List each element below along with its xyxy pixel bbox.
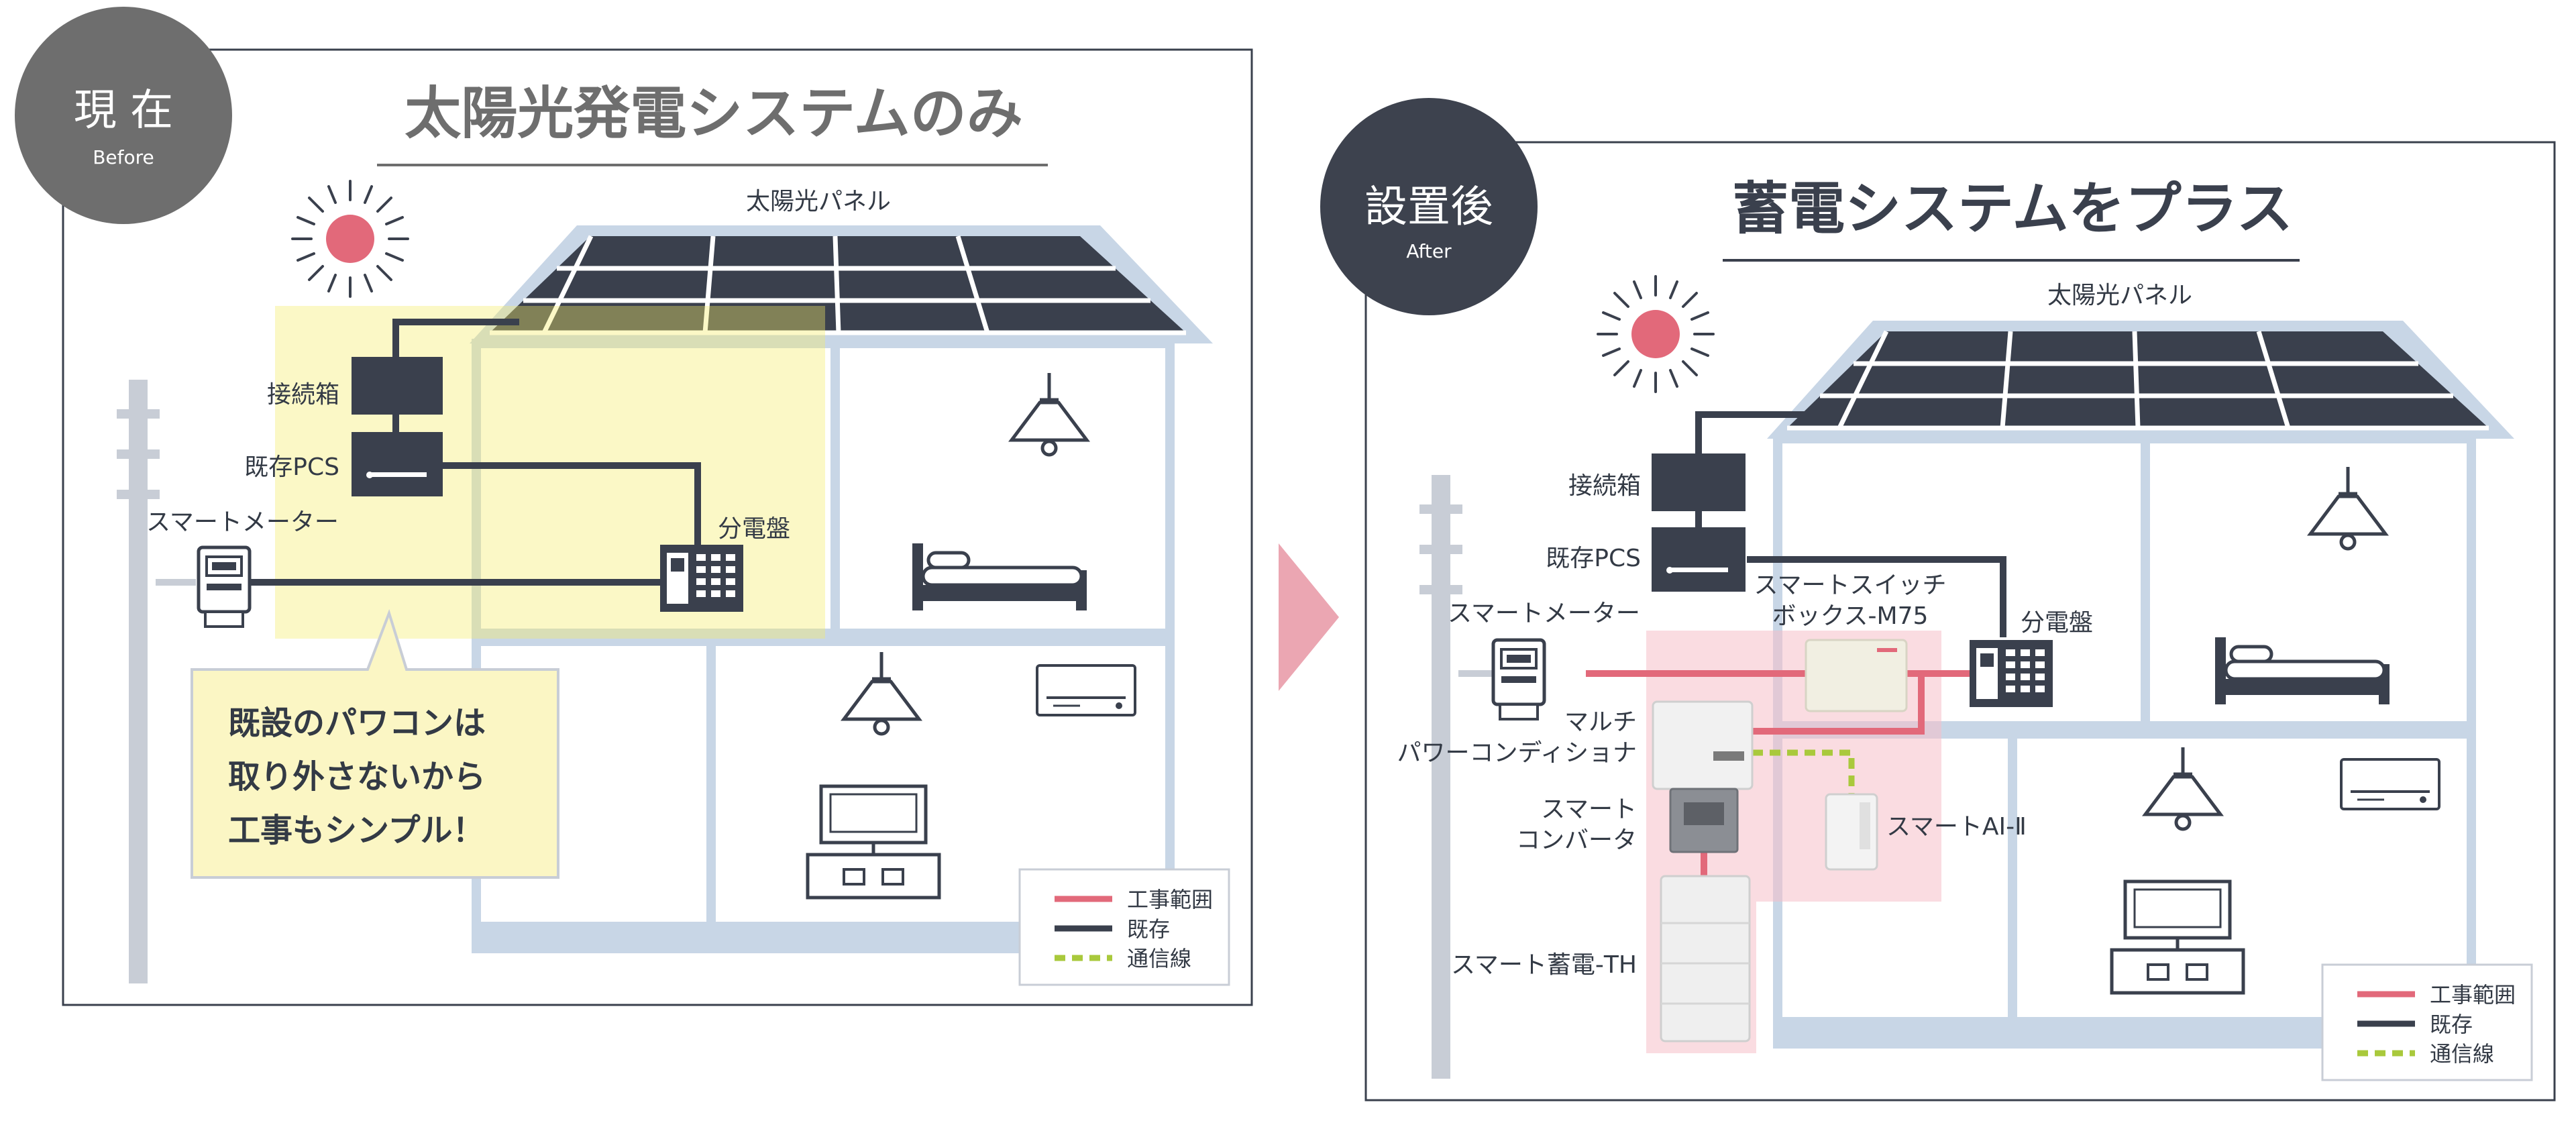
before-label-smart-meter: スマートメーター xyxy=(146,508,339,536)
before-pcs xyxy=(352,432,443,496)
after-label-junction-box: 接続箱 xyxy=(1568,472,1641,500)
before-panel: 既設のパワコンは 取り外さないから 工事もシンプル！ 工事範囲 既存 通信線 太… xyxy=(15,7,1253,1006)
after-label-distribution-board: 分電盤 xyxy=(2021,609,2093,637)
after-smart-converter xyxy=(1669,788,1739,853)
after-label-smart-meter: スマートメーター xyxy=(1448,600,1640,627)
after-smart-ai xyxy=(1825,793,1878,871)
after-legend: 工事範囲 既存 通信線 xyxy=(2321,963,2533,1081)
after-badge-main: 設置後 xyxy=(1364,182,1493,232)
after-junction-box xyxy=(1652,453,1746,511)
after-label-multi-conditioner-1: マルチ xyxy=(1564,708,1637,736)
after-frame xyxy=(1364,141,2556,1102)
before-smart-meter xyxy=(199,547,250,627)
after-distribution-board xyxy=(1970,640,2053,707)
before-junction-box xyxy=(352,357,443,415)
legend-existing: 既存 xyxy=(2430,1012,2473,1037)
after-sun-icon xyxy=(1597,275,1715,393)
after-label-solar-panel: 太陽光パネル xyxy=(2047,282,2192,309)
transition-arrow xyxy=(1279,543,1339,691)
before-badge: 現 在 Before xyxy=(15,7,232,224)
callout-line-2: 取り外さないから xyxy=(228,758,486,796)
after-badge-sub: After xyxy=(1406,240,1452,262)
after-pcs xyxy=(1652,527,1746,592)
after-multi-conditioner xyxy=(1652,700,1754,790)
legend-comm-line: 通信線 xyxy=(2430,1041,2494,1067)
before-callout: 既設のパワコンは 取り外さないから 工事もシンプル！ xyxy=(191,608,559,879)
before-label-junction-box: 接続箱 xyxy=(267,381,339,409)
after-label-multi-conditioner-2: パワーコンディショナ xyxy=(1397,739,1637,767)
after-smart-battery xyxy=(1660,875,1751,1042)
before-badge-sub: Before xyxy=(93,146,154,168)
after-tv-icon xyxy=(2112,881,2243,993)
after-title: 蓄電システムをプラス xyxy=(1732,176,2293,242)
after-label-smart-converter-1: スマート xyxy=(1541,796,1637,823)
after-badge: 設置後 After xyxy=(1320,98,1538,315)
legend-construction-scope: 工事範囲 xyxy=(2430,982,2516,1008)
before-label-pcs: 既存PCS xyxy=(244,453,339,481)
after-panel: 工事範囲 既存 通信線 太陽光パネル 接続箱 既存PCS スマートメーター 分電… xyxy=(1320,98,2556,1102)
after-label-smart-converter-2: コンバータ xyxy=(1516,826,1637,854)
before-legend: 工事範囲 既存 通信線 xyxy=(1018,868,1230,986)
after-smart-meter xyxy=(1493,640,1544,719)
legend-comm-line: 通信線 xyxy=(1127,946,1191,971)
after-air-conditioner-icon xyxy=(2340,758,2440,810)
before-distribution-board xyxy=(660,545,743,612)
before-badge-main: 現 在 xyxy=(74,86,173,136)
callout-line-1: 既設のパワコンは xyxy=(228,704,486,742)
legend-construction-scope: 工事範囲 xyxy=(1127,887,1213,912)
after-label-smart-switch-1: スマートスイッチ xyxy=(1754,572,1947,599)
callout-line-3: 工事もシンプル！ xyxy=(228,812,485,849)
after-comm-wire xyxy=(1752,749,1855,794)
before-solar-panel xyxy=(490,235,1186,335)
after-label-smart-switch-2: ボックス-M75 xyxy=(1772,602,1929,630)
after-label-pcs: 既存PCS xyxy=(1546,545,1641,572)
before-sun-icon xyxy=(291,180,409,298)
legend-existing: 既存 xyxy=(1127,916,1170,942)
after-wires xyxy=(1695,411,2006,637)
after-label-smart-battery: スマート蓄電-TH xyxy=(1451,951,1637,979)
before-wires xyxy=(250,319,701,586)
before-air-conditioner-icon xyxy=(1036,664,1136,716)
after-smart-switch-box xyxy=(1805,639,1908,712)
before-label-solar-panel: 太陽光パネル xyxy=(746,188,891,215)
before-tv-icon xyxy=(808,786,939,898)
after-label-smart-ai: スマートAI-Ⅱ xyxy=(1886,813,2027,841)
after-solar-panel xyxy=(1787,330,2489,431)
before-title: 太陽光発電システムのみ xyxy=(405,81,1022,146)
before-label-distribution-board: 分電盤 xyxy=(718,515,790,543)
